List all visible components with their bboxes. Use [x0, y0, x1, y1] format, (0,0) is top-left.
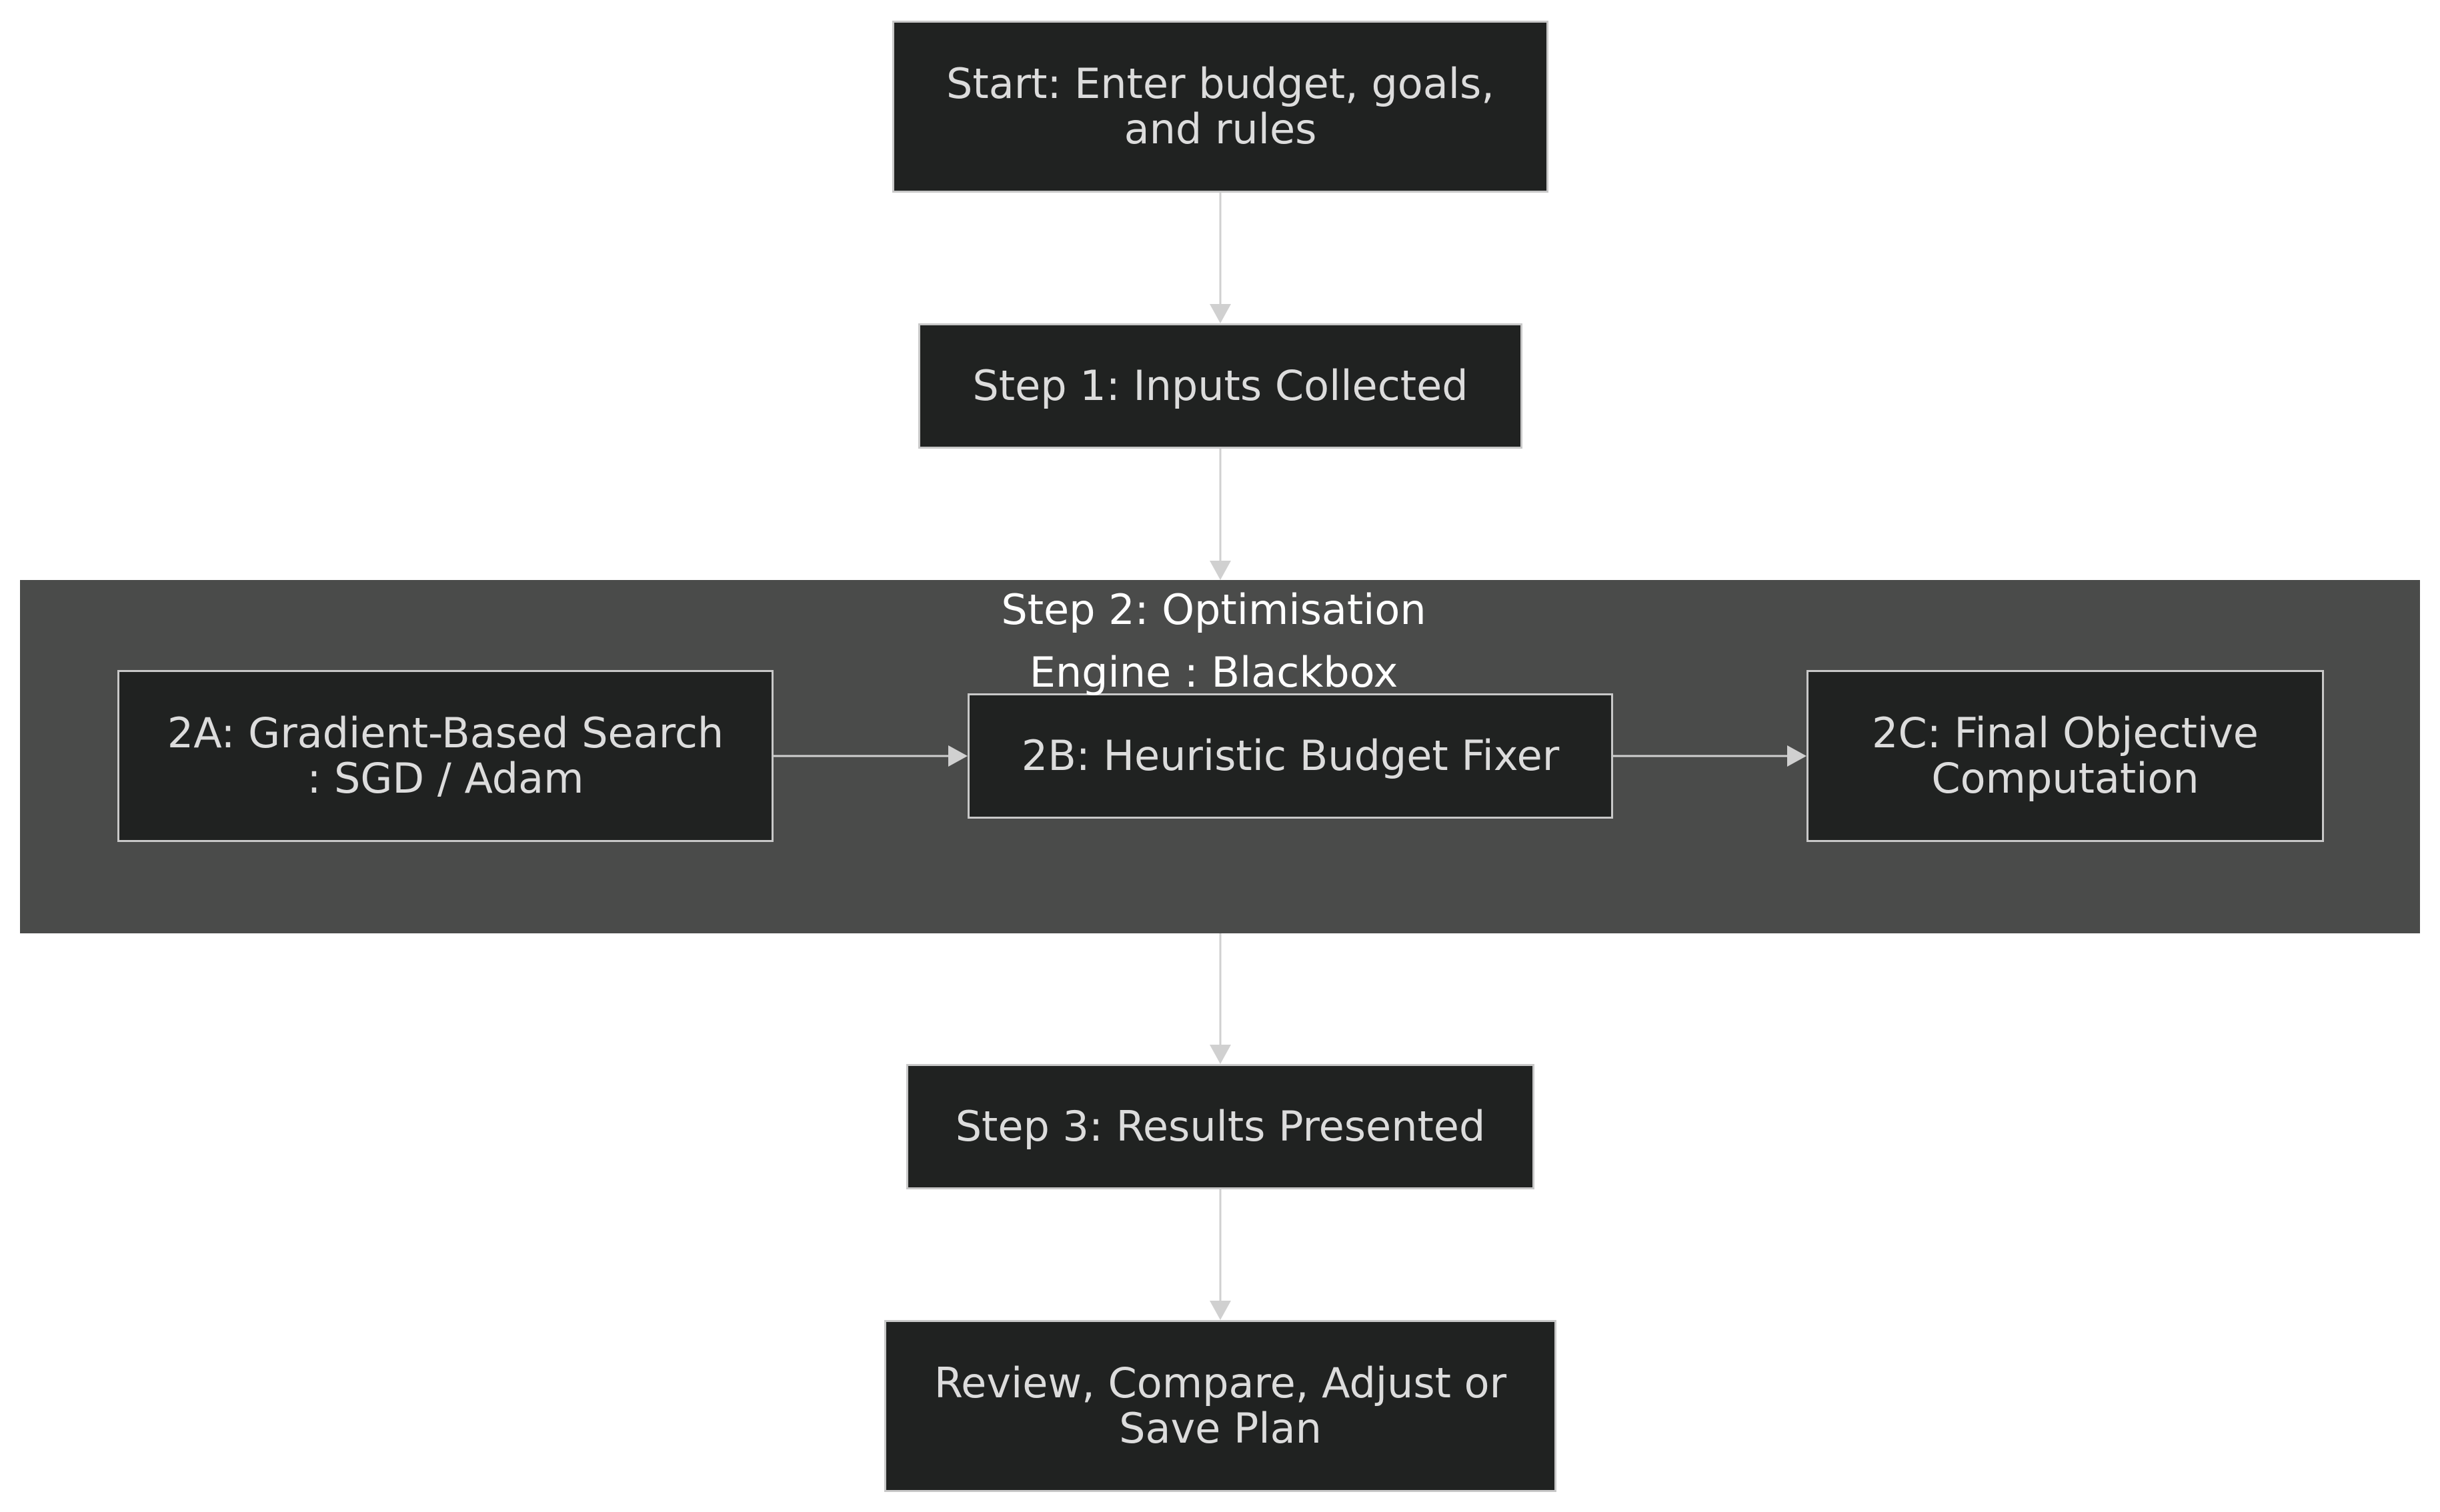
start-node: Start: Enter budget, goals, and rules [892, 21, 1548, 193]
arrowhead-2a-to-2b [948, 745, 968, 767]
step1-node-label: Step 1: Inputs Collected [972, 361, 1468, 410]
start-node-label: Start: Enter budget, goals, and rules [946, 59, 1494, 153]
step2a-node-label: 2A: Gradient-Based Search : SGD / Adam [167, 709, 724, 803]
step2c-node: 2C: Final Objective Computation [1806, 670, 2324, 842]
arrowhead-step3-to-review [1210, 1301, 1231, 1320]
subgraph-title: Step 2: Optimisation Engine : Blackbox [880, 579, 1547, 704]
arrowhead-2b-to-2c [1787, 745, 1806, 767]
subgraph-title-text: Step 2: Optimisation Engine : Blackbox [1001, 585, 1426, 697]
review-node-label: Review, Compare, Adjust or Save Plan [934, 1359, 1507, 1453]
step2a-node: 2A: Gradient-Based Search : SGD / Adam [117, 670, 774, 842]
arrowhead-step1-to-step2 [1210, 561, 1231, 580]
step2b-node-label: 2B: Heuristic Budget Fixer [1021, 731, 1560, 780]
step3-node: Step 3: Results Presented [906, 1064, 1534, 1189]
arrowhead-start-to-step1 [1210, 304, 1231, 323]
arrowhead-step2-to-step3 [1210, 1045, 1231, 1064]
step1-node: Step 1: Inputs Collected [918, 323, 1522, 449]
step2c-node-label: 2C: Final Objective Computation [1872, 709, 2259, 803]
step2b-node: 2B: Heuristic Budget Fixer [968, 693, 1613, 819]
review-node: Review, Compare, Adjust or Save Plan [884, 1320, 1556, 1492]
step3-node-label: Step 3: Results Presented [955, 1102, 1486, 1151]
